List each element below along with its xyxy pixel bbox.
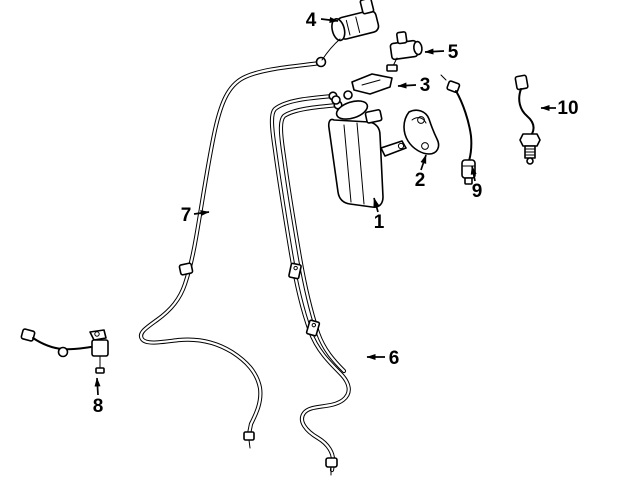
part-8-wire-harness [20, 328, 109, 374]
cable-wire [455, 90, 473, 162]
canister-port-a [331, 95, 341, 105]
callout-10-label: 10 [557, 98, 578, 119]
bracket-slot [361, 79, 381, 86]
callout-3-arrow [397, 82, 417, 89]
callout-8-arrow [94, 377, 101, 396]
tube-top-fitting [315, 56, 327, 68]
valve-foot [386, 64, 398, 72]
tube-end-fitting [243, 431, 255, 441]
callout-2-arrow [420, 154, 427, 171]
part-4-vent-solenoid [321, 0, 380, 61]
part-5-purge-valve [386, 31, 423, 72]
callout-4-arrow [320, 17, 339, 23]
callout-5-arrow [424, 48, 445, 55]
callout-9-label: 9 [472, 181, 483, 202]
part-1-vapor-canister [327, 90, 407, 208]
vapor-tube-run-inner [139, 61, 322, 436]
canister-port-b [343, 90, 353, 100]
callout-7: 7 [181, 205, 210, 226]
valve-top-nipple [396, 31, 408, 45]
canister-top-cap [335, 100, 369, 120]
callout-9-arrow [470, 165, 477, 182]
callout-7-label: 7 [181, 205, 192, 226]
canister-body [327, 118, 384, 208]
valve-side-port [413, 40, 423, 56]
callout-1: 1 [373, 197, 385, 233]
harness-connector [20, 328, 36, 342]
callout-7-arrow [193, 210, 210, 217]
part-7-vapor-tube [139, 56, 327, 449]
callout-10: 10 [540, 98, 579, 119]
callout-6-label: 6 [389, 348, 400, 369]
callout-3-label: 3 [420, 75, 431, 96]
strap-bracket [403, 109, 440, 155]
harness-valve-foot [95, 367, 105, 374]
tube-inline-fitting [178, 262, 194, 276]
harness-loop-clamp [57, 346, 69, 358]
bundle-end-fitting [325, 457, 338, 468]
callout-4-label: 4 [306, 10, 317, 31]
callout-1-label: 1 [374, 212, 385, 233]
callout-3: 3 [397, 75, 431, 96]
callout-2: 2 [415, 154, 427, 191]
callout-9: 9 [470, 165, 483, 202]
tube-clamp-upper [288, 262, 302, 280]
cable-top-connector [446, 80, 461, 93]
part-2-canister-bracket [403, 109, 440, 155]
o2-wire [518, 88, 535, 135]
part-10-oxygen-sensor [514, 74, 541, 165]
callout-8: 8 [93, 377, 104, 417]
o2-connector [514, 74, 529, 91]
harness-valve-body [91, 339, 109, 357]
part-3-mounting-bracket [351, 73, 393, 95]
canister-arm [380, 140, 407, 157]
o2-hex-body [519, 133, 541, 147]
vapor-tube-run [141, 63, 320, 434]
part-9-sensor-cable [440, 74, 476, 185]
callout-5: 5 [424, 42, 459, 63]
callout-6: 6 [366, 348, 400, 369]
cable-tip [464, 177, 473, 185]
callout-2-label: 2 [415, 170, 426, 191]
bracket-plate [351, 73, 393, 95]
callout-4: 4 [306, 10, 339, 31]
tube-end-nozzle [248, 439, 251, 449]
tube-clamp-lower [305, 319, 321, 337]
callout-8-label: 8 [93, 396, 104, 417]
solenoid-hose [321, 38, 341, 61]
callout-1-arrow [373, 197, 380, 213]
o2-tip [526, 157, 534, 165]
callout-5-label: 5 [448, 42, 459, 63]
harness-valve-tab [89, 329, 107, 341]
solenoid-mount-tab [359, 0, 375, 15]
canister-top-fitting [364, 109, 383, 124]
